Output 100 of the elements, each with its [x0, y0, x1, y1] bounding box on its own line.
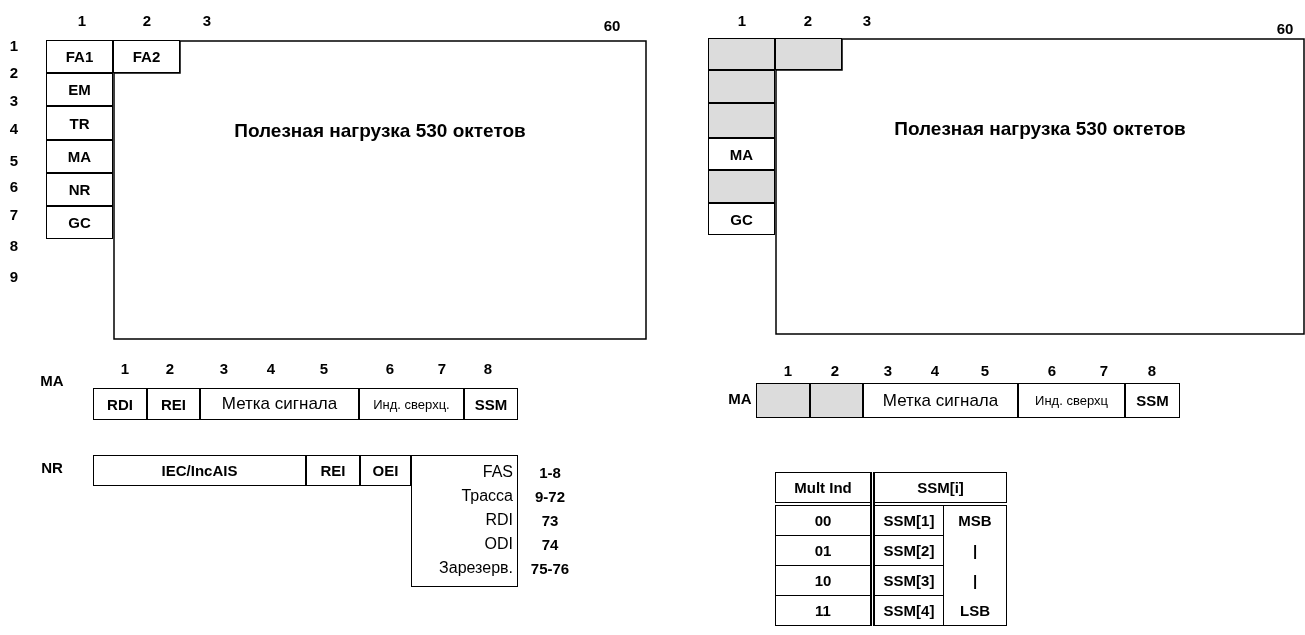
table-cell: SSM[4] [872, 595, 944, 626]
table-cell: SSM[2] [872, 535, 944, 566]
shaded-field-box [708, 38, 775, 70]
column-number: 60 [603, 16, 621, 34]
row-number: 9 [9, 267, 19, 285]
table-cell: | [943, 535, 1007, 566]
field-label: NR [68, 181, 91, 198]
field-box [46, 40, 113, 73]
shaded-field-box [756, 383, 810, 418]
table-cell: LSB [943, 595, 1007, 626]
row-number: 4 [9, 119, 19, 137]
bit-number: 1 [120, 359, 130, 377]
column-number: 3 [862, 11, 872, 29]
table-cell: MSB [943, 504, 1007, 536]
field-box [46, 206, 113, 239]
row-number: 3 [9, 91, 19, 109]
shaded-field-box [775, 38, 842, 70]
table-cell: 00 [775, 504, 873, 536]
row-number: 6 [9, 177, 19, 195]
field-label: GC [68, 214, 91, 231]
field-label: SSM [1136, 392, 1169, 409]
row-number: 5 [9, 151, 19, 169]
column-number: 3 [202, 11, 212, 29]
field-label: Инд. сверхц. [373, 396, 450, 412]
field-label: RDI [485, 510, 513, 530]
payload-area [775, 38, 1305, 335]
table-cell: 11 [775, 595, 873, 626]
field-label: FA1 [65, 48, 94, 65]
column-number: 1 [737, 11, 747, 29]
field-label: Трасса [461, 486, 513, 506]
bit-range-label: 9-72 [535, 487, 565, 505]
table-cell: SSM[3] [872, 565, 944, 596]
field-label: FAS [482, 462, 513, 482]
row-number: 7 [9, 205, 19, 223]
field-label: EM [68, 81, 91, 98]
field-label: REI [320, 462, 346, 479]
field-box [46, 73, 113, 106]
field-label: MA [729, 145, 754, 163]
payload-label: Полезная нагрузка 530 октетов [894, 118, 1186, 140]
field-box [46, 106, 113, 140]
field-label: RDI [107, 395, 133, 413]
field-label: FA2 [132, 48, 161, 65]
field-box [46, 140, 113, 173]
bit-number: 7 [1099, 361, 1109, 379]
bit-number: 3 [219, 359, 229, 377]
bit-number: 8 [1147, 361, 1157, 379]
shaded-field-box [810, 383, 863, 418]
field-label: Зарезерв. [439, 558, 513, 578]
bit-number: 2 [830, 361, 840, 379]
row-number: 1 [9, 36, 19, 54]
bit-number: 6 [1047, 361, 1057, 379]
field-label: ODI [484, 534, 513, 554]
payload-label: Полезная нагрузка 530 октетов [234, 120, 526, 142]
field-box [306, 455, 360, 486]
field-box [93, 455, 306, 486]
bit-number: 6 [385, 359, 395, 377]
bit-range-label: 1-8 [539, 463, 561, 481]
field-box [46, 173, 113, 206]
row-label: NR [41, 458, 63, 476]
column-number: 60 [1276, 19, 1294, 37]
row-label: MA [728, 389, 752, 407]
field-box [411, 455, 518, 587]
table-cell: SSM[1] [872, 504, 944, 536]
row-label: MA [40, 371, 64, 389]
field-box [200, 388, 359, 420]
field-label: OEI [372, 462, 399, 479]
bit-number: 4 [266, 359, 276, 377]
column-number: 2 [142, 11, 152, 29]
shaded-field-box [708, 103, 775, 138]
bit-number: 5 [319, 359, 329, 377]
field-label: TR [69, 114, 90, 132]
bit-number: 2 [165, 359, 175, 377]
table-cell: 10 [775, 565, 873, 596]
bit-number: 4 [930, 361, 940, 379]
bit-number: 5 [980, 361, 990, 379]
field-label: GC [730, 210, 753, 228]
field-label: Инд. сверхц [1035, 393, 1108, 408]
table-cell: Mult Ind [775, 472, 873, 504]
field-label: Метка сигнала [221, 394, 338, 414]
table-cell: | [943, 565, 1007, 596]
bit-number: 7 [437, 359, 447, 377]
shaded-field-box [708, 170, 775, 203]
bit-range-label: 75-76 [530, 559, 570, 577]
bit-number: 3 [883, 361, 893, 379]
field-box [360, 455, 411, 486]
field-box [147, 388, 200, 420]
bit-range-label: 73 [541, 511, 559, 529]
field-box [863, 383, 1018, 418]
column-number: 1 [77, 11, 87, 29]
field-label: IEC/IncAIS [161, 462, 238, 479]
field-box [93, 388, 147, 420]
table-cell: SSM[i] [872, 472, 1007, 504]
bit-number: 1 [783, 361, 793, 379]
field-box [113, 40, 180, 73]
column-number: 2 [803, 11, 813, 29]
field-box [1125, 383, 1180, 418]
table-cell: 01 [775, 535, 873, 566]
field-label: MA [67, 148, 92, 165]
bit-number: 8 [483, 359, 493, 377]
field-box [1018, 383, 1125, 418]
